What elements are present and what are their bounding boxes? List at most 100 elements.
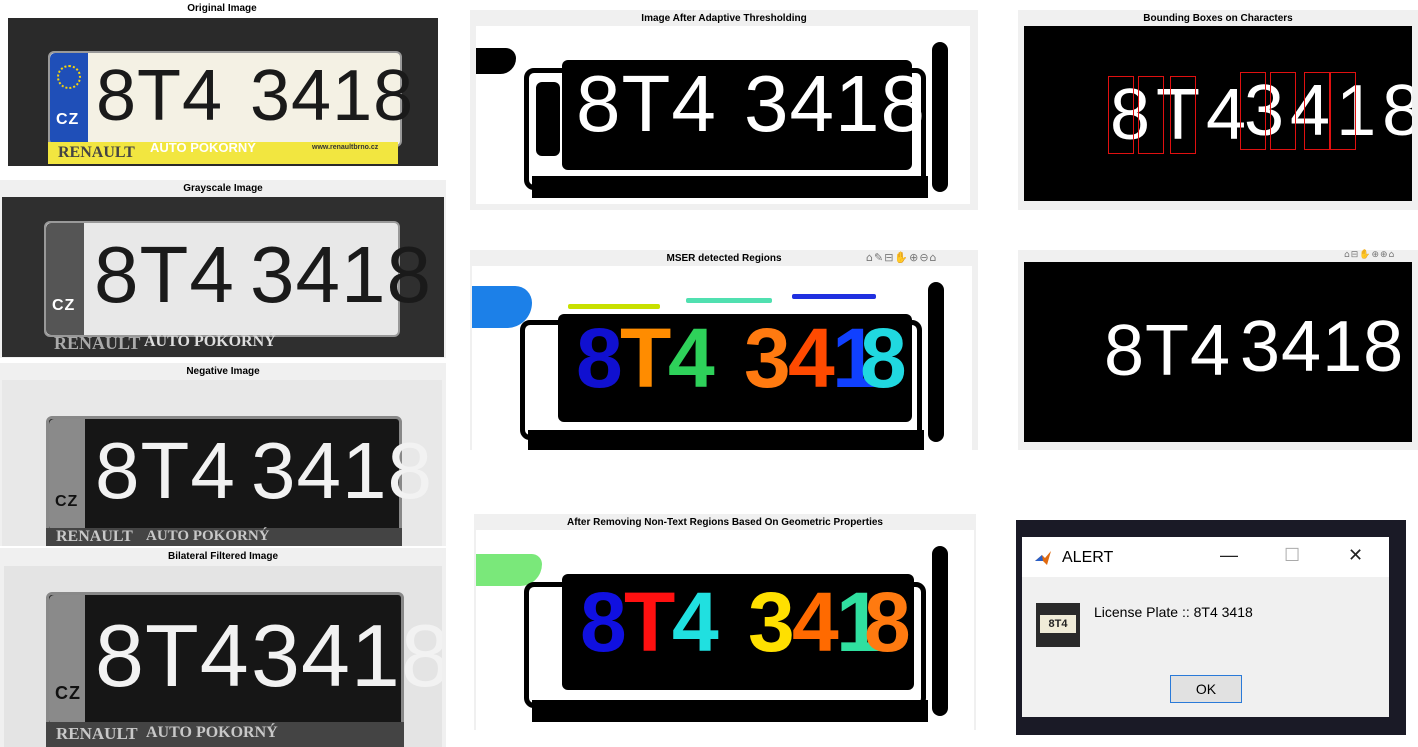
panel-bboxes: Bounding Boxes on Characters 8T4 3418: [1018, 10, 1418, 210]
plate-left-text: 8T4: [576, 59, 717, 148]
dealer-strip: [46, 722, 404, 747]
character-region: T: [620, 311, 672, 405]
panel-result: ⌂⊟✋⊕⊕⌂ 8T4 3418: [1018, 250, 1418, 450]
eu-strip: [49, 595, 85, 725]
region-bar-teal: [686, 298, 772, 303]
license-plate: CZ 8T4 3418: [46, 592, 442, 728]
dealer-renault: RENAULT: [56, 724, 138, 743]
panel-title: After Removing Non-Text Regions Based On…: [567, 517, 883, 528]
panel-title: Bounding Boxes on Characters: [1143, 13, 1293, 24]
plate-left-text: 8T4: [1110, 75, 1253, 155]
dealer-renault: RENAULT: [54, 333, 141, 353]
character-region: 8: [576, 311, 623, 405]
alert-message: License Plate :: 8T4 3418: [1094, 604, 1253, 620]
region-blob-blue: [472, 286, 532, 328]
dealer-name: AUTO POKORNÝ: [150, 140, 256, 155]
character-region: 4: [668, 311, 715, 405]
character-region: 8: [860, 311, 907, 405]
character-bounding-box: [1330, 72, 1356, 150]
panel-bilateral: Bilateral Filtered Image CZ 8T4 3418 REN…: [0, 548, 446, 747]
panel-original: Original Image CZ 8T4 3418 RENAULT AUTO …: [0, 0, 444, 170]
plate-left-text: 8T4: [1104, 311, 1232, 391]
plate-right-text: 3418: [1240, 307, 1405, 387]
region-blob-green: [476, 554, 542, 586]
axes-toolbar[interactable]: ⌂⊟✋⊕⊕⌂: [1344, 250, 1396, 260]
threshold-image: 8T4 3418: [476, 26, 970, 204]
dealer-strip: [46, 528, 402, 546]
license-plate: CZ 8T4 3418: [48, 51, 413, 147]
plate-left-text: 8T4: [94, 230, 235, 319]
character-bounding-box: [1270, 72, 1296, 150]
dealer-renault: RENAULT: [58, 144, 135, 161]
character-region: 3: [744, 311, 791, 405]
maximize-button[interactable]: ☐: [1284, 545, 1301, 565]
alert-title-text: ALERT: [1062, 549, 1114, 566]
plate-right-text: 3418: [250, 230, 432, 319]
dealer-name: AUTO POKORNÝ: [144, 333, 276, 350]
country-code: CZ: [55, 683, 81, 703]
blob: [476, 48, 516, 74]
negative-image: CZ 8T4 3418 RENAULT AUTO POKORNÝ: [2, 380, 442, 546]
character-region: 4: [792, 575, 839, 669]
character-bounding-box: [1108, 76, 1134, 154]
ok-button[interactable]: OK: [1170, 675, 1242, 703]
license-plate: [562, 574, 914, 690]
plate-left-text: 8T4: [95, 426, 236, 515]
character-bounding-box: [1170, 76, 1196, 154]
panel-title: Image After Adaptive Thresholding: [641, 13, 807, 24]
dealer-strip: [48, 142, 398, 164]
eu-strip: [46, 223, 84, 335]
panel-title: Bilateral Filtered Image: [167, 551, 279, 562]
right-bracket: [932, 42, 948, 192]
alert-titlebar[interactable]: ALERT — ☐ ✕: [1022, 537, 1389, 577]
license-plate: CZ 8T4 3418: [44, 221, 431, 337]
eu-strip: [49, 419, 85, 531]
license-plate: CZ 8T4 3418: [46, 416, 432, 534]
bottom-bar: [528, 430, 924, 450]
character-region: 1: [832, 311, 879, 405]
panel-threshold: Image After Adaptive Thresholding 8T4 34…: [470, 10, 978, 210]
dealer-name: AUTO POKORNÝ: [146, 724, 278, 741]
original-image: CZ 8T4 3418 RENAULT AUTO POKORNÝ www.ren…: [8, 18, 438, 166]
minimize-button[interactable]: —: [1220, 545, 1238, 565]
plate-thumbnail-icon: 8T4: [1040, 615, 1076, 633]
plate-right-text: 3418: [251, 426, 433, 515]
bboxes-image: 8T4 3418: [1024, 26, 1412, 201]
plate-left-text: 8T4: [95, 606, 250, 705]
character-region: T: [624, 575, 676, 669]
plate-right-text: 3418: [251, 606, 442, 705]
character-region: 8: [580, 575, 627, 669]
close-button[interactable]: ✕: [1348, 545, 1364, 565]
plate-left-text: 8T4: [96, 56, 224, 136]
character-bounding-box: [1304, 72, 1330, 150]
character-region: 4: [672, 575, 719, 669]
panel-grayscale: Grayscale Image CZ 8T4 3418 RENAULT AUTO…: [0, 180, 446, 358]
result-image: 8T4 3418: [1024, 262, 1412, 442]
panel-negative: Negative Image CZ 8T4 3418 RENAULT AUTO …: [0, 363, 446, 546]
character-region: 4: [788, 311, 835, 405]
panel-geometric: After Removing Non-Text Regions Based On…: [474, 514, 976, 730]
panel-title: Grayscale Image: [183, 183, 263, 194]
license-plate: [558, 314, 912, 422]
character-bounding-box: [1138, 76, 1164, 154]
dealer-name: AUTO POKORNÝ: [146, 528, 270, 544]
character-region: 1: [836, 575, 883, 669]
matlab-logo-icon: [1034, 549, 1052, 567]
axes-toolbar[interactable]: ⌂✎⊟✋⊕⊖⌂: [866, 251, 938, 264]
right-bracket: [932, 546, 948, 716]
character-bounding-box: [1240, 72, 1266, 150]
panel-title: MSER detected Regions: [666, 253, 782, 264]
panel-title: Original Image: [187, 3, 257, 14]
character-region: 8: [864, 575, 911, 669]
panel-title: Negative Image: [186, 366, 260, 377]
bottom-bar: [532, 176, 928, 198]
alert-dialog: ALERT — ☐ ✕ 8T4 License Plate :: 8T4 341…: [1022, 537, 1389, 717]
dealer-renault: RENAULT: [56, 528, 133, 545]
region-bar-green: [568, 304, 660, 309]
region-bar-blue: [792, 294, 876, 299]
dealer-web: www.renaultbrno.cz: [312, 144, 379, 151]
country-code: CZ: [55, 493, 79, 510]
